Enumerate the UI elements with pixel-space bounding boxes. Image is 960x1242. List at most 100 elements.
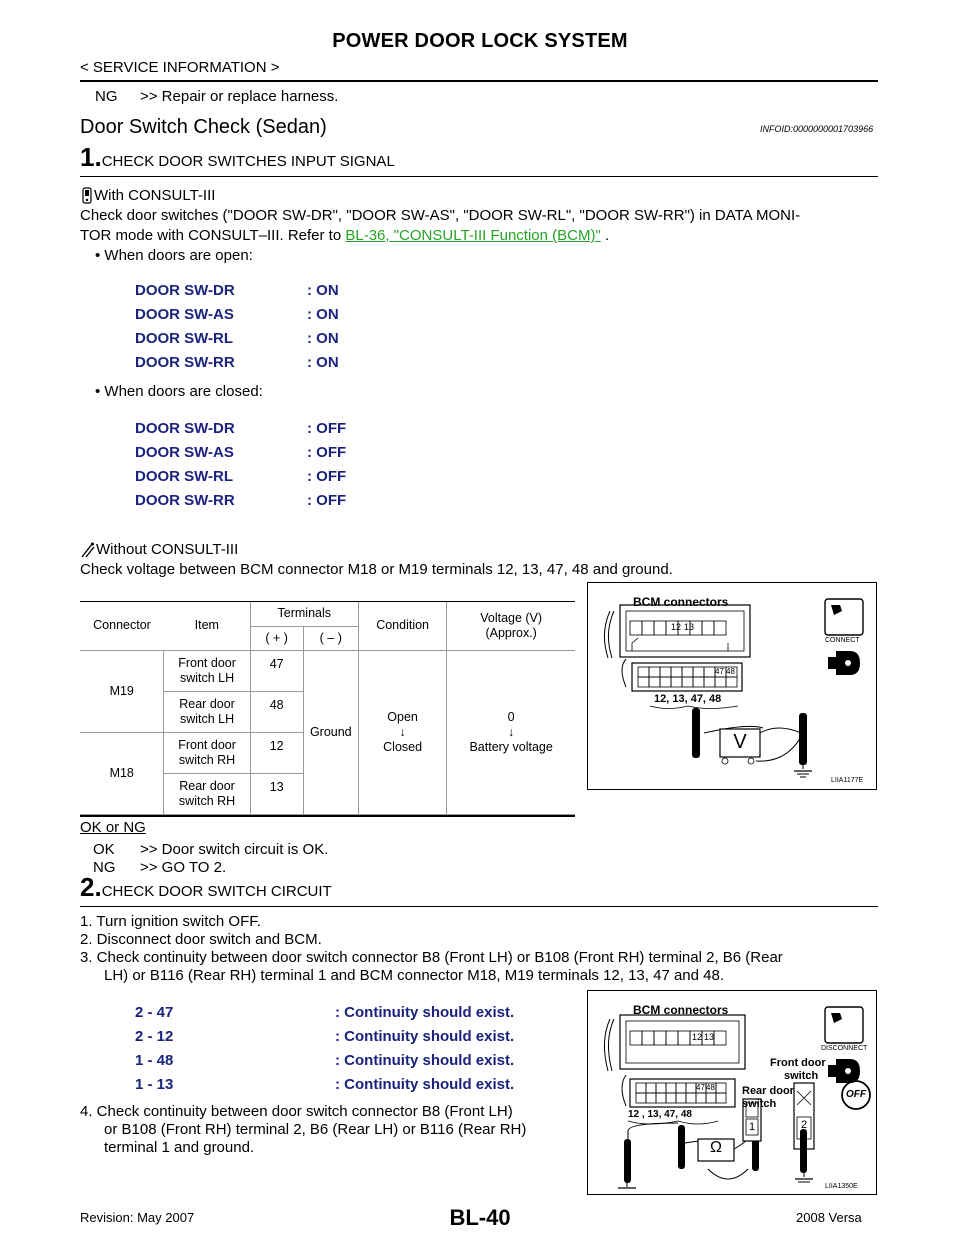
bcm-continuity-diagram-art bbox=[604, 1006, 871, 1189]
terminal-48: 48 bbox=[726, 667, 735, 676]
table-bottom-rule bbox=[80, 815, 575, 817]
model-label: 2008 Versa bbox=[796, 1210, 862, 1225]
item-line2: switch RH bbox=[178, 793, 236, 808]
step2-title: CHECK DOOR SWITCH CIRCUIT bbox=[101, 883, 332, 900]
bcm-connectors-label: BCM connectors bbox=[633, 595, 729, 609]
section-breadcrumb: < SERVICE INFORMATION > bbox=[80, 59, 280, 76]
step2-line4c: terminal 1 and ground. bbox=[104, 1139, 255, 1156]
terminal-13: 13 bbox=[684, 622, 695, 632]
step2-line3b: LH) or B116 (Rear RH) terminal 1 and BCM… bbox=[104, 967, 725, 984]
terminal-47: 47 bbox=[696, 1083, 705, 1092]
rear-door-label-2: switch bbox=[742, 1098, 777, 1110]
front-door-label-1: Front door bbox=[770, 1057, 826, 1069]
open-spec-list: DOOR SW-DR : ON DOOR SW-AS : ON DOOR SW-… bbox=[135, 282, 435, 382]
voltage-open: 0 bbox=[507, 709, 515, 724]
hs-badge: H.S. bbox=[838, 619, 856, 629]
step2-number: 2. bbox=[80, 872, 102, 902]
section-title: Door Switch Check (Sedan) bbox=[80, 116, 327, 138]
terminal-13: 13 bbox=[704, 1032, 715, 1042]
header-connector: Connector bbox=[80, 602, 164, 651]
spec-value: : OFF bbox=[307, 492, 347, 509]
header-voltage: Voltage (V)(Approx.) bbox=[446, 602, 575, 651]
spec-name: DOOR SW-RL bbox=[135, 468, 234, 485]
step2-line3a: 3. Check continuity between door switch … bbox=[80, 949, 783, 966]
step1-para2-b: . bbox=[600, 227, 610, 244]
ok-text: >> Door switch circuit is OK. bbox=[140, 841, 329, 858]
terminals-label: 12 , 13, 47, 48 bbox=[628, 1109, 692, 1120]
terminal-cell: 48 bbox=[249, 690, 304, 733]
table-top-rule bbox=[80, 601, 575, 602]
multimeter-icon bbox=[81, 542, 95, 558]
spec-value: : Continuity should exist. bbox=[335, 1052, 515, 1069]
spec-name: 1 - 48 bbox=[135, 1052, 174, 1069]
step2-line2: 2. Disconnect door switch and BCM. bbox=[80, 931, 322, 948]
front-switch-pin: 2 bbox=[801, 1119, 808, 1131]
ng-text: >> GO TO 2. bbox=[140, 859, 227, 876]
spec-name: DOOR SW-RR bbox=[135, 354, 235, 371]
step1-para2: TOR mode with CONSULT–III. Refer to BL-3… bbox=[80, 226, 609, 246]
step2-line4a: 4. Check continuity between door switch … bbox=[80, 1103, 513, 1120]
continuity-spec-list: 2 - 47 : Continuity should exist. 2 - 12… bbox=[135, 1004, 555, 1104]
spec-name: 2 - 47 bbox=[135, 1004, 174, 1021]
ok-or-ng-label: OK or NG bbox=[80, 819, 146, 836]
with-consult-label: With CONSULT-III bbox=[94, 187, 216, 204]
page-title: POWER DOOR LOCK SYSTEM bbox=[332, 30, 628, 52]
diagram2-code: LIIA1350E bbox=[825, 1183, 858, 1190]
spec-name: DOOR SW-DR bbox=[135, 282, 235, 299]
item-line1: Rear door bbox=[179, 696, 235, 711]
front-door-label-2: switch bbox=[784, 1070, 819, 1082]
terminal-cell: 47 bbox=[249, 649, 304, 692]
voltage-arrow: ↓ bbox=[508, 724, 515, 739]
spec-value: : OFF bbox=[307, 420, 347, 437]
rear-door-label-1: Rear door bbox=[742, 1085, 794, 1097]
step1-para3: Check voltage between BCM connector M18 … bbox=[80, 561, 673, 578]
connector-m18: M18 bbox=[80, 731, 164, 815]
spec-value: : OFF bbox=[307, 468, 347, 485]
diagram1-code: LIIA1177E bbox=[831, 777, 864, 784]
item-line2: switch RH bbox=[178, 752, 236, 767]
spec-value: : ON bbox=[307, 354, 339, 371]
step1-rule bbox=[80, 176, 878, 177]
without-consult-label: Without CONSULT-III bbox=[96, 541, 239, 558]
ng-code: NG bbox=[93, 859, 116, 876]
consult-tool-icon bbox=[82, 187, 92, 204]
page-code: BL-40 bbox=[449, 1205, 511, 1230]
step1-para2-a: TOR mode with CONSULT–III. Refer to bbox=[80, 227, 346, 244]
condition-cell: Open↓Closed bbox=[357, 649, 447, 815]
item-line1: Front door bbox=[178, 655, 236, 670]
spec-value: : ON bbox=[307, 306, 339, 323]
item-line1: Front door bbox=[178, 737, 236, 752]
bcm-continuity-diagram: BCM connectors H.S. DISCONNECT 12 13 47 … bbox=[587, 990, 877, 1195]
terminal-12: 12 bbox=[671, 622, 682, 632]
condition-arrow: ↓ bbox=[399, 724, 406, 739]
spec-name: DOOR SW-RR bbox=[135, 492, 235, 509]
terminal-47: 47 bbox=[715, 667, 724, 676]
spec-value: : ON bbox=[307, 330, 339, 347]
item-line1: Rear door bbox=[179, 778, 235, 793]
header-voltage-line2: (Approx.) bbox=[485, 625, 537, 640]
consult-function-link[interactable]: BL-36, "CONSULT-III Function (BCM)" bbox=[345, 227, 601, 244]
spec-name: DOOR SW-RL bbox=[135, 330, 234, 347]
bcm-connectors-label: BCM connectors bbox=[633, 1003, 729, 1017]
connector-m19: M19 bbox=[80, 649, 164, 733]
revision-label: Revision: May 2007 bbox=[80, 1210, 195, 1225]
info-id: INFOID:0000000001703966 bbox=[760, 124, 874, 134]
header-rule bbox=[80, 80, 878, 82]
header-minus: ( – ) bbox=[302, 625, 359, 651]
rear-switch-pin: 1 bbox=[749, 1121, 756, 1133]
step1-heading: 1. CHECK DOOR SWITCHES INPUT SIGNAL bbox=[80, 142, 395, 173]
hs-badge: H.S. bbox=[838, 1027, 856, 1037]
spec-value: : ON bbox=[307, 282, 339, 299]
header-plus: ( + ) bbox=[249, 625, 304, 651]
step2-rule bbox=[80, 906, 878, 907]
header-voltage-line1: Voltage (V) bbox=[480, 610, 543, 625]
ohmmeter-symbol: Ω bbox=[710, 1139, 722, 1156]
spec-name: 1 - 13 bbox=[135, 1076, 174, 1093]
with-consult-line: With CONSULT-III bbox=[80, 186, 215, 206]
bcm-voltage-diagram: BCM connectors H.S. CONNECT 12 13 47 48 … bbox=[587, 582, 877, 790]
top-result-text: >> Repair or replace harness. bbox=[140, 88, 339, 105]
